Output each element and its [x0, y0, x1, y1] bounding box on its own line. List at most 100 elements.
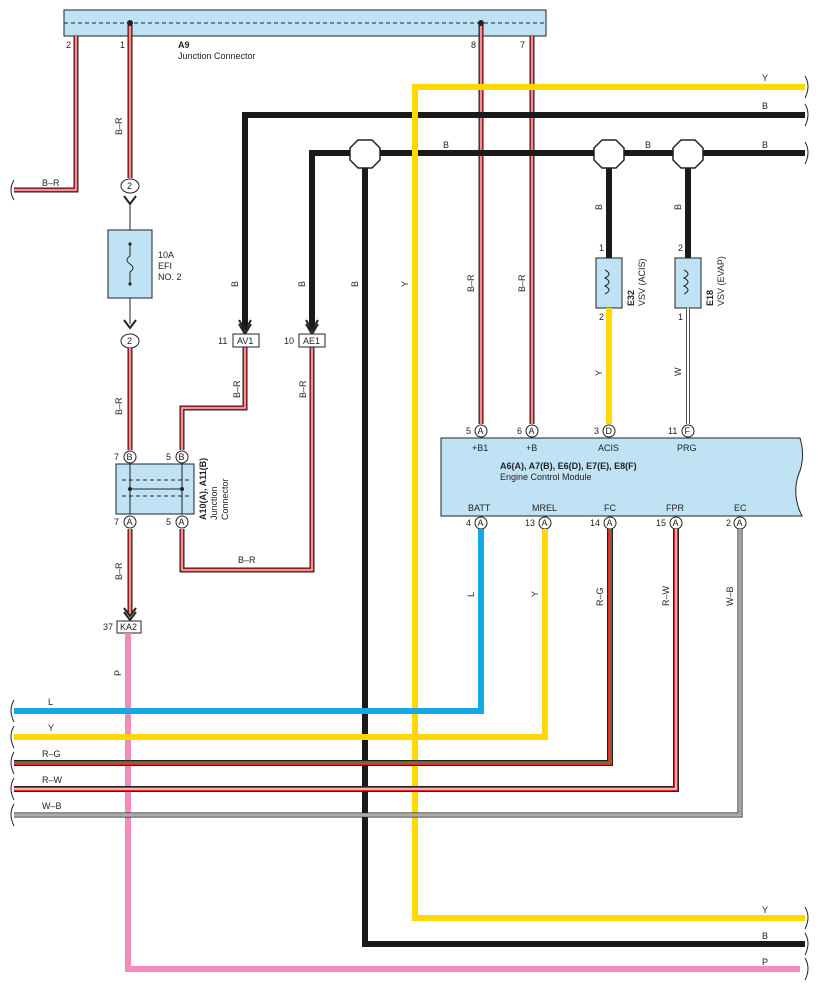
a10-pin-7-num: 7: [114, 517, 119, 527]
fuse-element: [126, 244, 134, 284]
ecm-pin-batt: BATT A 4: [466, 503, 491, 530]
label-y-acis: Y: [594, 370, 604, 376]
wire-b-bottom: [362, 153, 805, 947]
svg-text:A: A: [542, 518, 548, 528]
svg-text:A: A: [478, 426, 484, 436]
a11-pin-5-num: 5: [166, 452, 171, 462]
svg-text:A: A: [478, 518, 484, 528]
ecm-pin-b: A 6 +B: [517, 424, 539, 453]
e32-pin1: 1: [599, 243, 604, 253]
label-rw-h: R–W: [42, 775, 63, 785]
e32-coil: [603, 269, 610, 295]
label-br-left: B–R: [42, 178, 60, 188]
label-b-top: B: [762, 101, 768, 111]
a10-a11-name1: Junction: [209, 486, 219, 520]
label-b-mid3: B: [762, 140, 768, 150]
label-y-left: Y: [48, 723, 54, 733]
ecm-pin-mrel: MREL A 13: [525, 503, 557, 530]
label-b-av1: B: [230, 281, 240, 287]
svg-text:ACIS: ACIS: [598, 443, 619, 453]
ae1-arrow: [305, 319, 319, 332]
fuse-name2: NO. 2: [158, 272, 182, 282]
label-br-av1: B–R: [232, 380, 242, 398]
e18-pin2: 2: [678, 243, 683, 253]
svg-text:3: 3: [594, 426, 599, 436]
svg-text:FPR: FPR: [666, 503, 685, 513]
ae1-label: AE1: [303, 336, 320, 346]
svg-text:+B1: +B1: [472, 443, 488, 453]
label-br-pin1: B–R: [114, 117, 124, 135]
wire-br-a9-pin2: [14, 36, 79, 193]
av1-pin: 11: [218, 336, 227, 346]
wire-l: [14, 529, 484, 714]
svg-text:2: 2: [726, 518, 731, 528]
a10-pin-7-conn: A: [127, 517, 133, 527]
svg-text:FC: FC: [604, 503, 616, 513]
right-break-marks: [804, 75, 809, 981]
av1-arrow: [238, 319, 252, 332]
wire-p: [125, 633, 800, 972]
label-y-top: Y: [762, 73, 768, 83]
label-p-h: P: [762, 957, 768, 967]
label-br-ka2: B–R: [114, 562, 124, 580]
a10-a11-id: A10(A), A11(B): [198, 458, 208, 520]
a11-pin-7: [123, 450, 137, 464]
connector-ae1: [298, 333, 326, 348]
fuse-rating: 10A: [158, 250, 174, 260]
ae1-pin: 10: [284, 336, 294, 346]
wire-rg: [14, 529, 613, 766]
e32-name: VSV (ACIS): [637, 258, 647, 306]
a9-name: Junction Connector: [178, 51, 256, 61]
ecm-pin-acis: D 3 ACIS: [594, 424, 619, 453]
label-br-fuse: B–R: [114, 397, 124, 415]
label-br-b: B–R: [517, 274, 527, 292]
ecm-pin-prg: F 11 PRG: [668, 424, 697, 453]
label-br-b1: B–R: [466, 274, 476, 292]
label-b-long: B: [350, 281, 360, 287]
wire-br-a11-av1: [179, 347, 248, 450]
ecm-name: Engine Control Module: [500, 472, 592, 482]
a9-node-8: [478, 20, 484, 26]
label-l-h: L: [48, 697, 53, 707]
label-rw-v: R–W: [661, 585, 671, 606]
e18-name: VSV (EVAP): [716, 256, 726, 306]
svg-text:13: 13: [525, 518, 535, 528]
splice-1: [349, 139, 381, 169]
label-y-bot: Y: [762, 905, 768, 915]
svg-text:MREL: MREL: [532, 503, 557, 513]
fuse-pin-top-num: 2: [127, 181, 132, 191]
label-p-v: P: [113, 670, 123, 676]
label-b-mid2: B: [645, 140, 651, 150]
ecm-pin-fpr: FPR A 15: [656, 503, 685, 530]
a9-id: A9: [178, 40, 190, 50]
label-br-ae1-h: B–R: [238, 555, 256, 565]
a10-node-right: [180, 487, 184, 491]
svg-text:F: F: [685, 426, 691, 436]
a11-pin-7-conn: B: [127, 452, 133, 462]
wire-wb: [14, 529, 743, 818]
splice-3: [672, 139, 704, 169]
svg-text:A: A: [607, 518, 613, 528]
engine-control-module: [440, 437, 804, 517]
label-b-mid1: B: [443, 140, 449, 150]
ka2-pin: 37: [103, 622, 113, 632]
a9-pin-8: 8: [471, 40, 476, 50]
svg-text:EC: EC: [734, 503, 747, 513]
label-w-evap: W: [673, 367, 683, 376]
a10-pin-7: [123, 515, 137, 529]
a9-pin-7: 7: [520, 40, 525, 50]
label-rg-h: R–G: [42, 749, 61, 759]
svg-text:14: 14: [590, 518, 600, 528]
label-br-ae1-v: B–R: [298, 380, 308, 398]
svg-text:+B: +B: [526, 443, 537, 453]
wire-b-av1: [242, 112, 805, 330]
ecm-ids: A6(A), A7(B), E6(D), E7(E), E8(F): [500, 461, 637, 471]
label-wb-v: W–B: [725, 586, 735, 606]
svg-text:PRG: PRG: [677, 443, 697, 453]
splice-2: [593, 139, 625, 169]
a9-pin-2: 2: [66, 40, 71, 50]
label-b-bot: B: [762, 931, 768, 941]
connector-av1: [232, 333, 260, 348]
a11-pin-7-num: 7: [114, 452, 119, 462]
